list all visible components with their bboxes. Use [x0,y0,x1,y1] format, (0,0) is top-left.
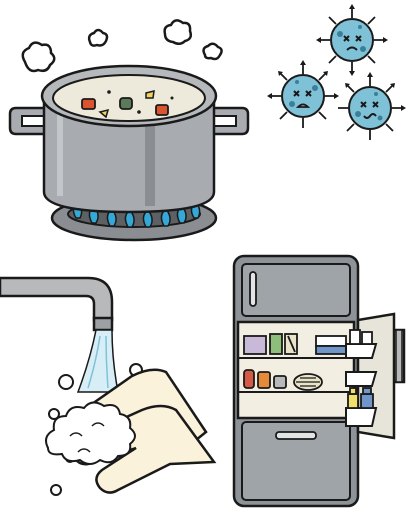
refrigerator-scene [232,254,406,508]
virus-icon [267,60,339,128]
steam-icon [21,19,223,73]
virus-icon [316,4,388,76]
virus-icon [338,72,406,140]
pot-icon [8,64,250,214]
refrigerator-door-icon [345,312,406,440]
cooking-pot-scene [8,19,250,242]
hand-washing-scene [0,276,217,496]
greens-icon [119,97,133,110]
carrot-icon [81,98,96,110]
germs-scene [267,4,406,140]
water-stream-icon [76,329,119,393]
potato-icon [98,108,110,119]
faucet-icon [0,276,114,332]
hands-icon [45,368,217,494]
food-container-icon [243,333,347,391]
bottle-icon [347,329,374,409]
